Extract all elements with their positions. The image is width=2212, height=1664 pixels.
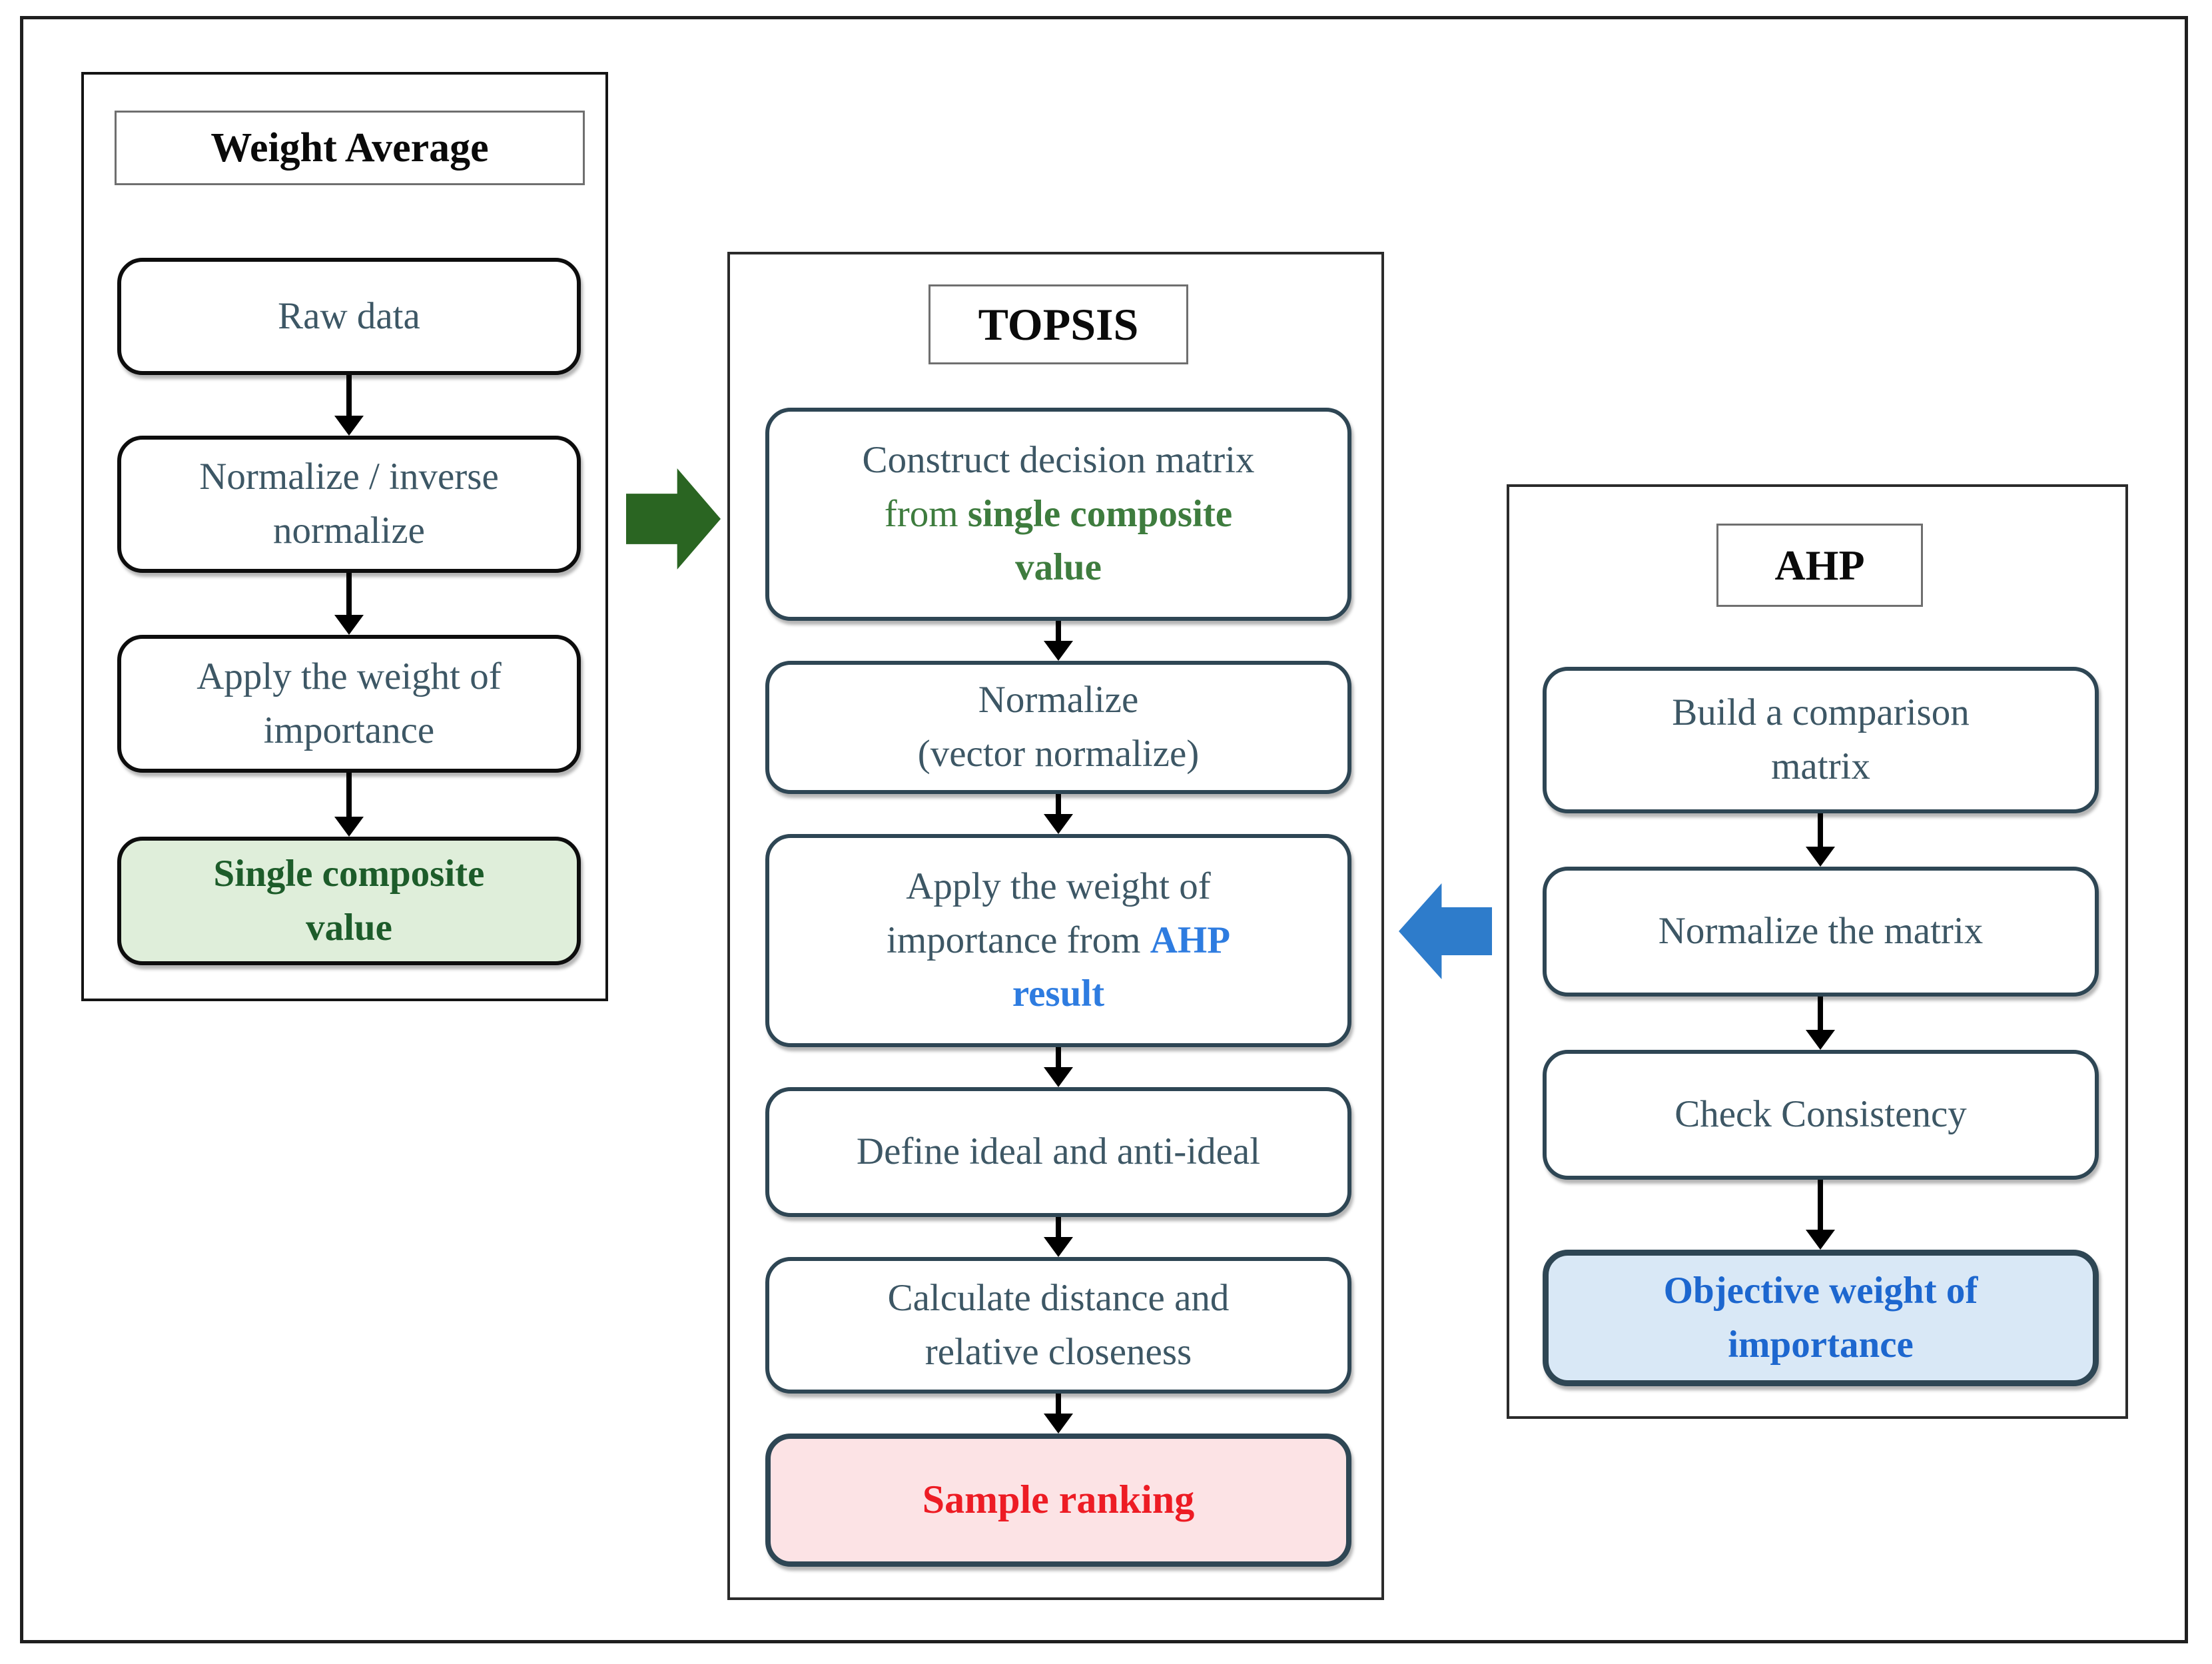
flow-box-single-composite-value: Single composite value	[117, 837, 581, 965]
flow-box-apply-weight: Apply the weight of importance	[117, 635, 581, 773]
flow-box-define-ideal: Define ideal and anti-ideal	[765, 1087, 1351, 1217]
flow-box-normalize-inverse: Normalize / inverse normalize	[117, 436, 581, 573]
flow-box-normalize-matrix: Normalize the matrix	[1543, 867, 2099, 997]
panel-title-ahp: AHP	[1716, 524, 1923, 607]
panel-title-label: AHP	[1774, 541, 1865, 589]
flow-box-calculate-distance: Calculate distance and relative closenes…	[765, 1257, 1351, 1394]
panel-title-topsis: TOPSIS	[928, 284, 1188, 364]
flow-box-objective-weight: Objective weight of importance	[1543, 1250, 2099, 1386]
arrow-down-icon	[1044, 794, 1073, 834]
flow-box-sample-ranking: Sample ranking	[765, 1434, 1351, 1567]
flow-box-raw-data: Raw data	[117, 258, 581, 375]
flow-box-check-consistency: Check Consistency	[1543, 1050, 2099, 1180]
arrow-down-icon	[334, 375, 364, 436]
arrow-down-icon	[1044, 621, 1073, 661]
arrow-down-icon	[1044, 1217, 1073, 1257]
arrow-down-icon	[1044, 1394, 1073, 1434]
arrow-down-icon	[1044, 1047, 1073, 1087]
arrow-down-icon	[1806, 997, 1835, 1050]
flow-box-vector-normalize: Normalize (vector normalize)	[765, 661, 1351, 794]
panel-ahp: AHP Build a comparison matrix Normalize …	[1507, 484, 2128, 1419]
panel-title-label: TOPSIS	[978, 298, 1139, 350]
arrow-down-icon	[334, 773, 364, 837]
arrow-down-icon	[1806, 813, 1835, 867]
panel-title-weight-average: Weight Average	[115, 111, 585, 185]
arrow-down-icon	[1806, 1180, 1835, 1250]
arrow-down-icon	[334, 573, 364, 635]
flow-box-build-comparison-matrix: Build a comparison matrix	[1543, 667, 2099, 813]
panel-title-label: Weight Average	[210, 125, 489, 171]
panel-weight-average: Weight Average Raw data Normalize / inve…	[81, 72, 608, 1001]
